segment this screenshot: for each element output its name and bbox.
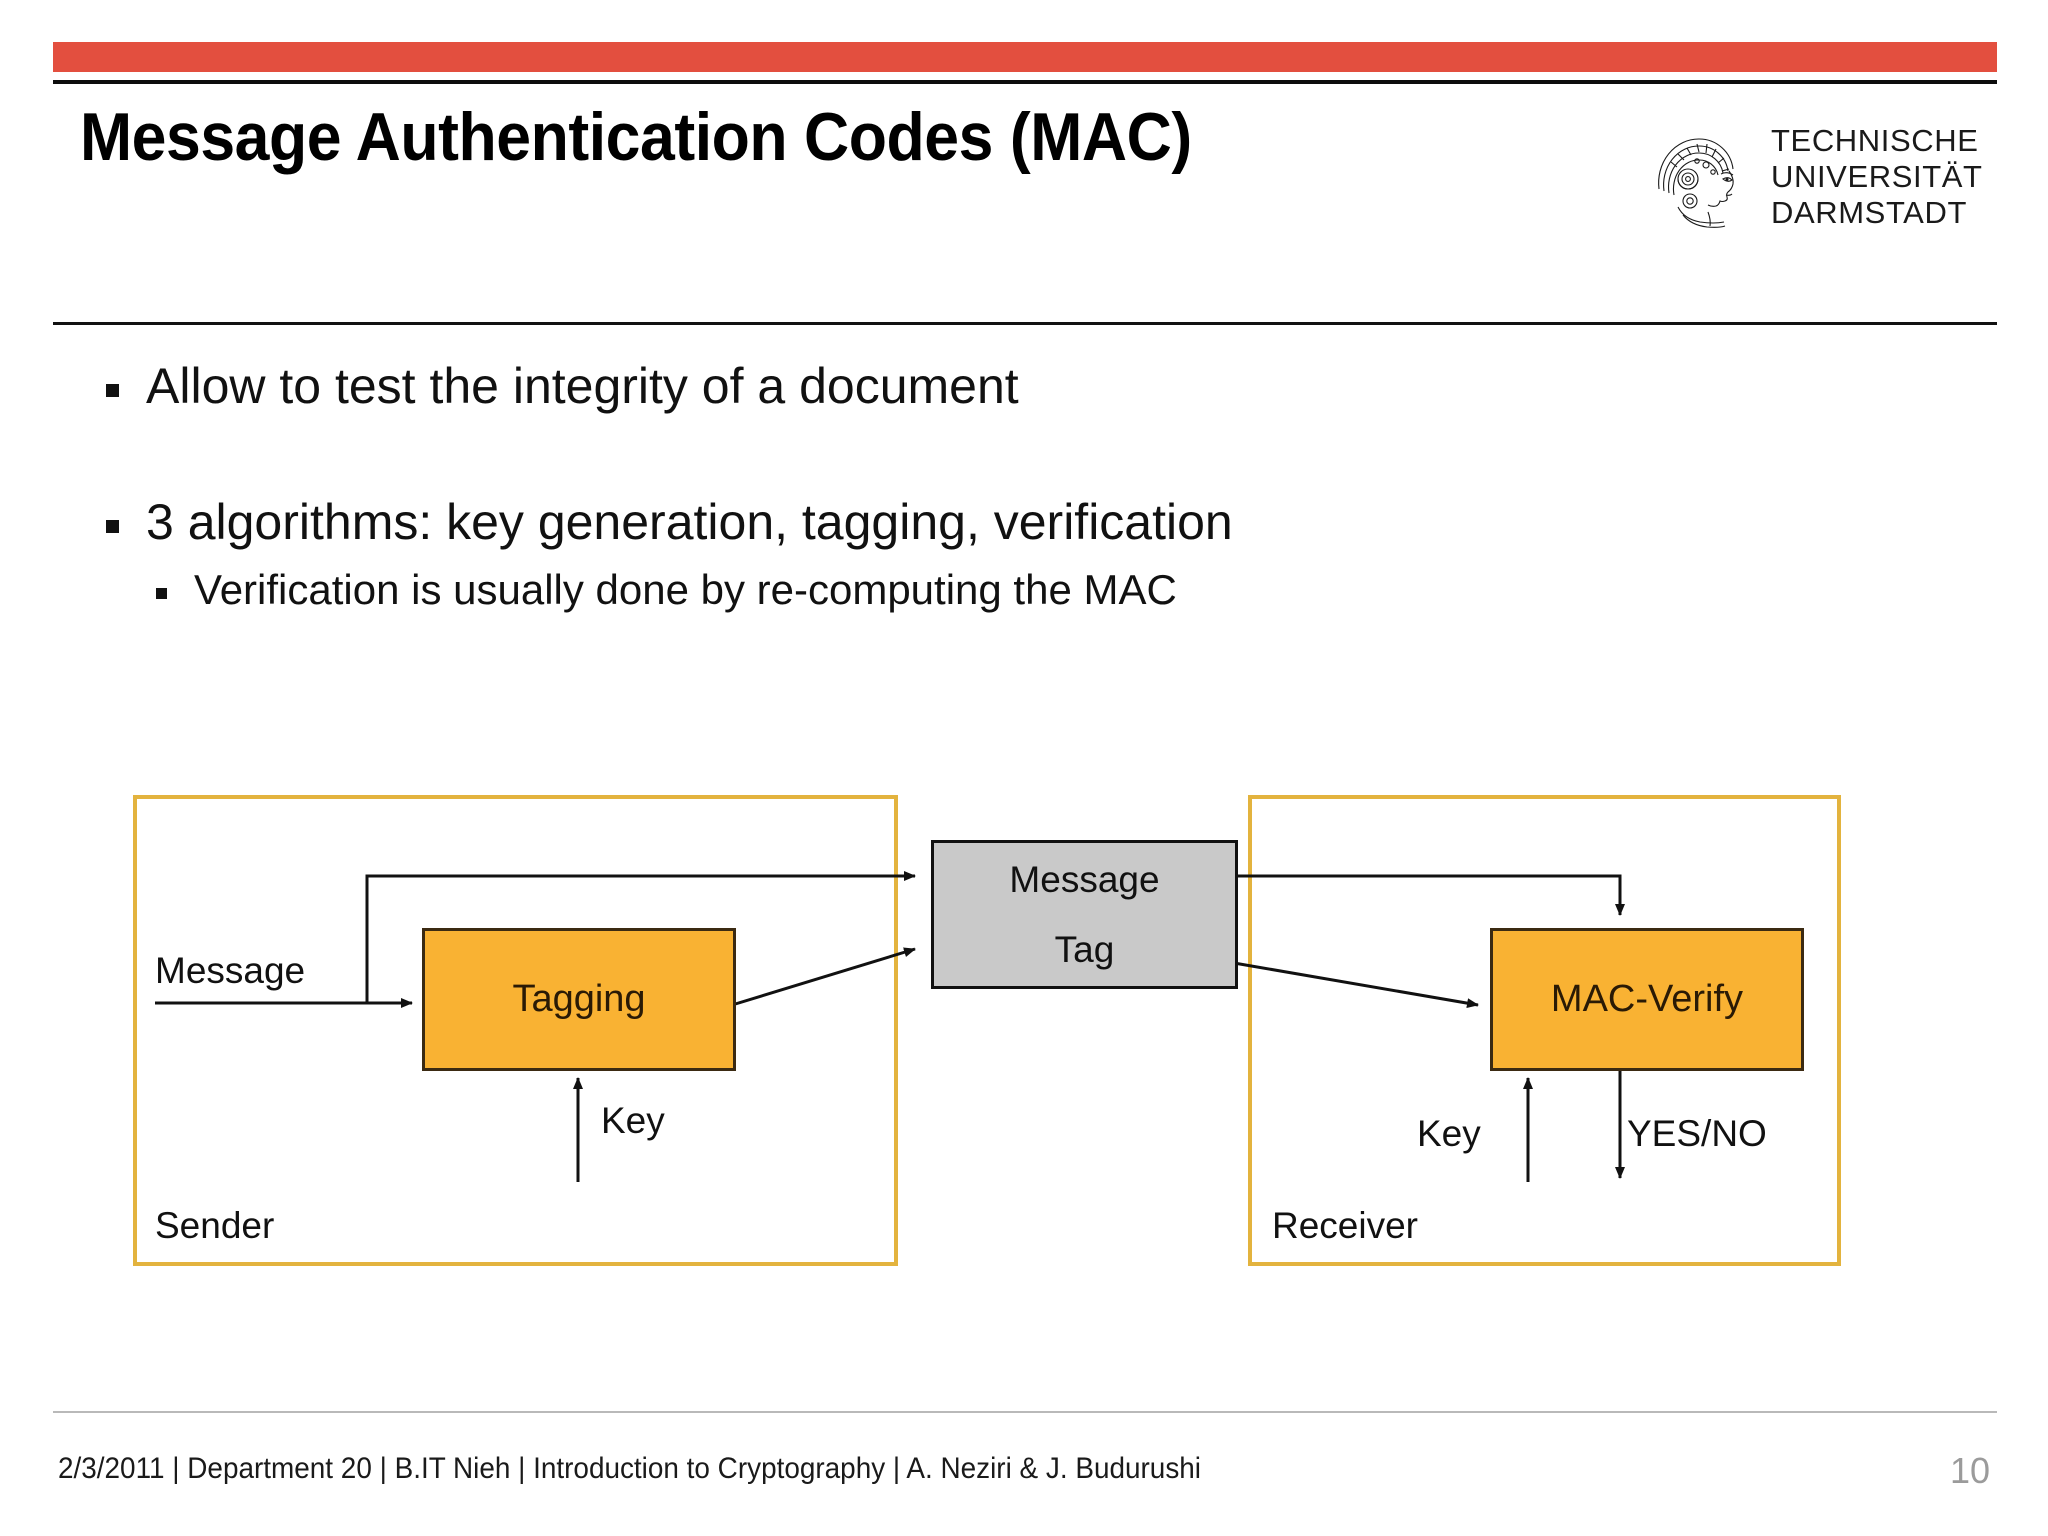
diagram-label-receiver: Receiver <box>1272 1205 1418 1246</box>
diagram-label-key-sender: Key <box>601 1100 665 1141</box>
diagram-label-sender: Sender <box>155 1205 275 1246</box>
page-number: 10 <box>1949 1450 1990 1491</box>
title-divider <box>53 322 1997 325</box>
bullet-spacer <box>98 414 1948 494</box>
transmitted-tag-cell: Tag <box>931 913 1238 989</box>
diagram-label-message-input: Message <box>155 950 306 991</box>
logo-line-2: UNIVERSITÄT <box>1771 158 1983 194</box>
mac-verify-process-box: MAC-Verify <box>1490 928 1804 1071</box>
receiver-frame <box>1248 795 1841 1266</box>
bullet-item-2: 3 algorithms: key generation, tagging, v… <box>98 494 1948 550</box>
content-body: Allow to test the integrity of a documen… <box>98 358 1948 613</box>
tagging-process-box: Tagging <box>422 928 736 1071</box>
page-title: Message Authentication Codes (MAC) <box>80 99 1192 175</box>
sub-bullet-item-1: Verification is usually done by re-compu… <box>146 566 1948 613</box>
sender-frame <box>133 795 898 1266</box>
university-logo: TECHNISCHE UNIVERSITÄT DARMSTADT <box>1645 112 2015 242</box>
bullet-item-1: Allow to test the integrity of a documen… <box>98 358 1948 414</box>
logo-wordmark: TECHNISCHE UNIVERSITÄT DARMSTADT <box>1771 123 1983 232</box>
header-rule <box>53 80 1997 84</box>
diagram-label-key-receiver: Key <box>1417 1113 1481 1154</box>
transmitted-message-cell: Message <box>931 840 1238 918</box>
footer-divider <box>53 1411 1997 1413</box>
athena-head-icon <box>1658 138 1734 228</box>
footer-meta: 2/3/2011 | Department 20 | B.IT Nieh | I… <box>58 1452 1201 1485</box>
logo-line-3: DARMSTADT <box>1771 195 1967 231</box>
logo-line-1: TECHNISCHE <box>1771 122 1979 158</box>
accent-bar <box>53 42 1997 72</box>
diagram-label-output: YES/NO <box>1627 1113 1767 1154</box>
